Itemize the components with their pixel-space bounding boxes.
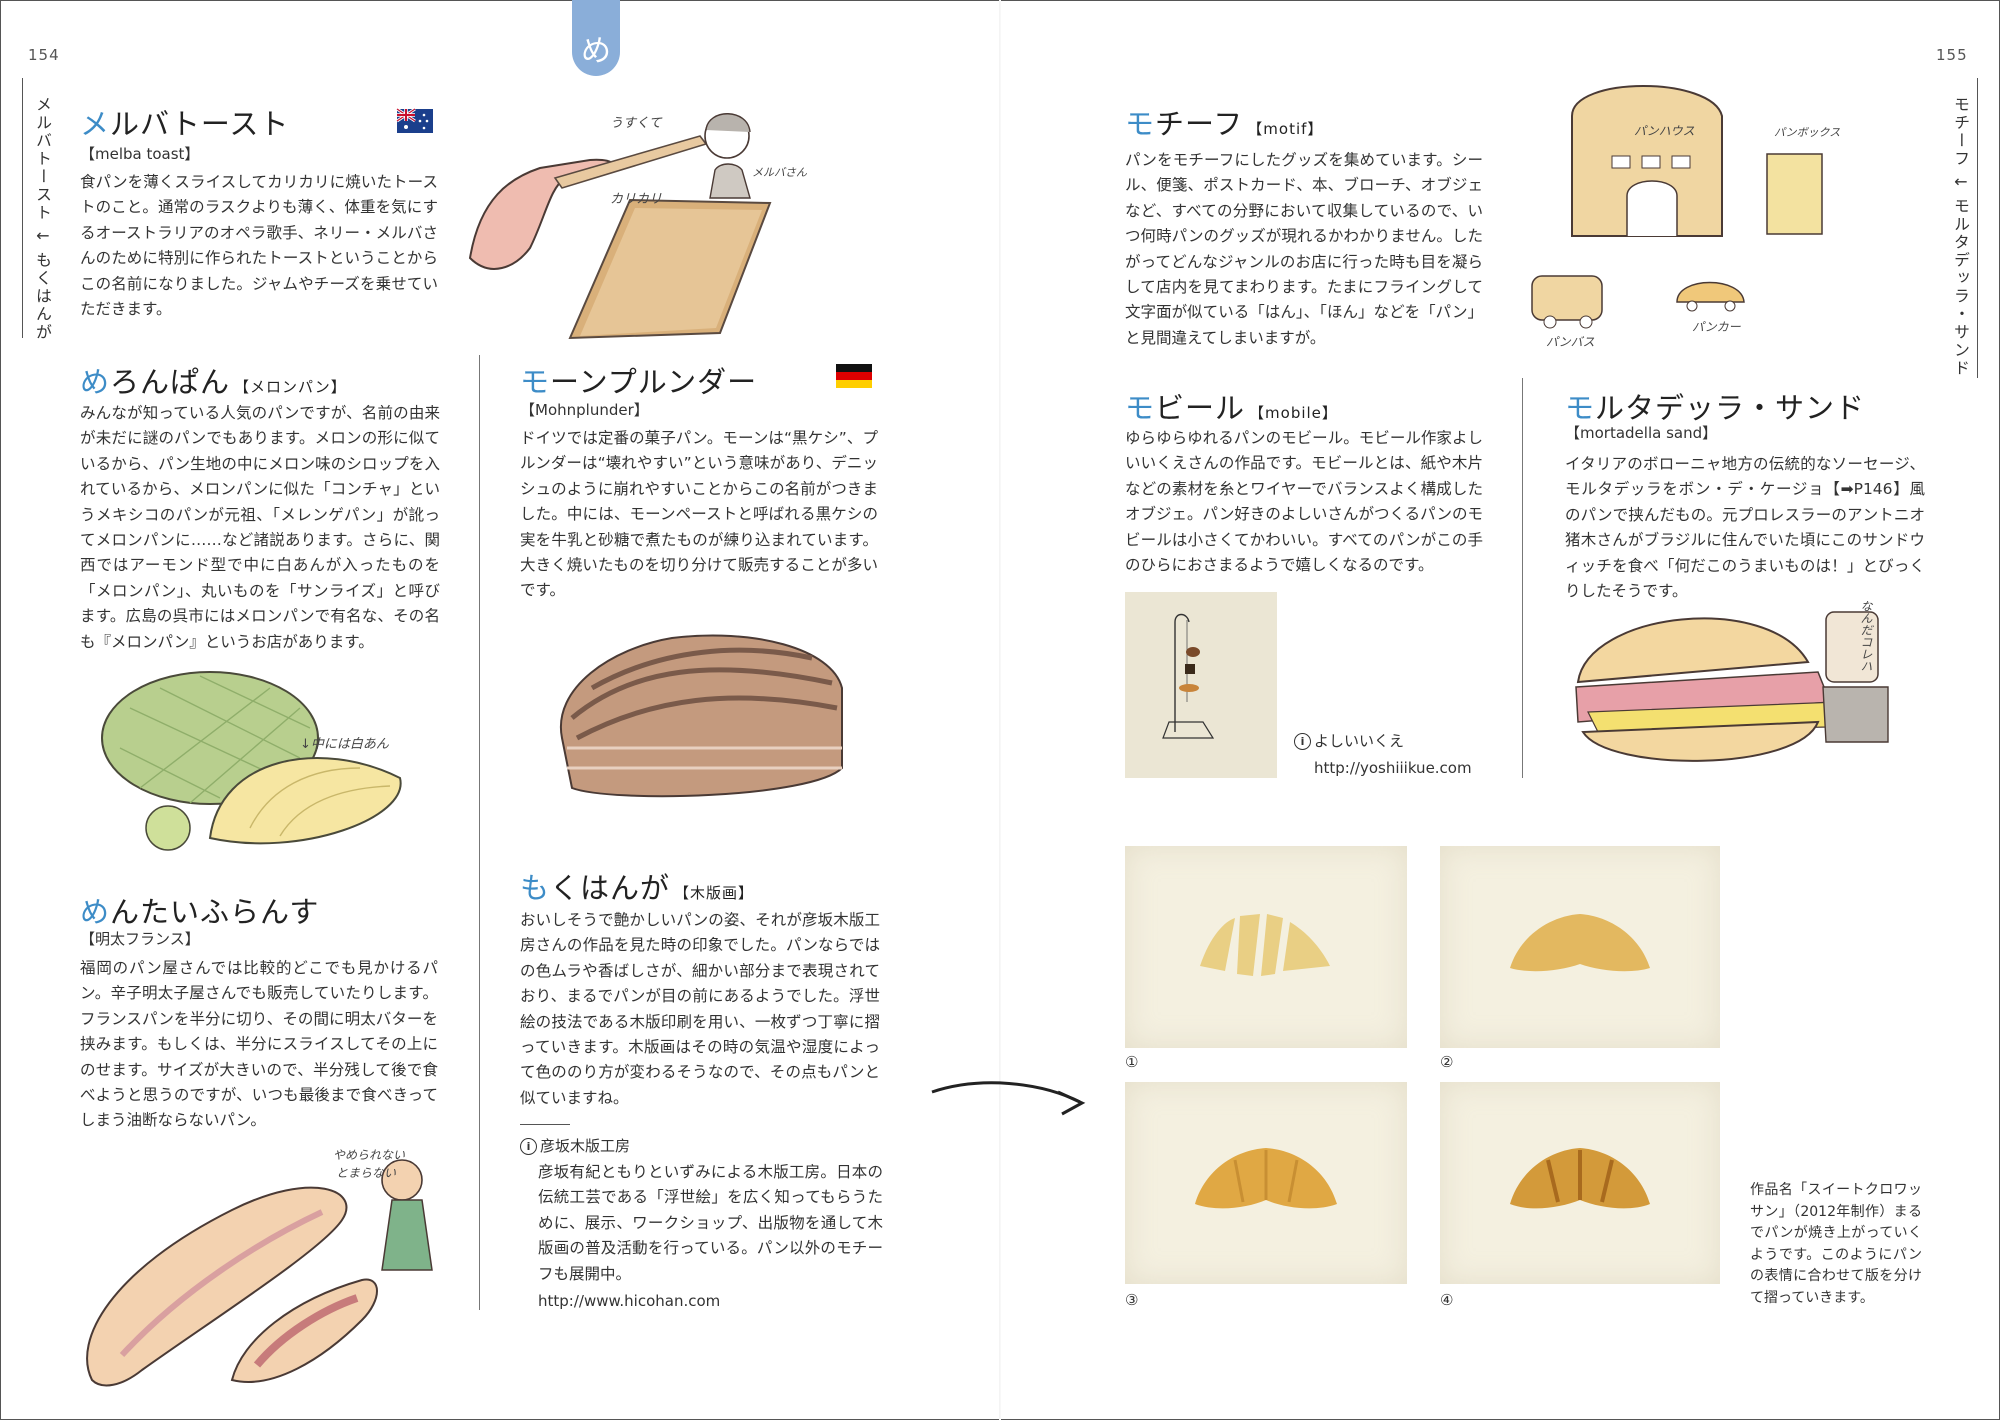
title-rest: ビール: [1155, 391, 1246, 425]
title-initial: モ: [520, 365, 551, 399]
title-rest: ーンプルンダー: [550, 365, 758, 399]
entry-title-motif: モチーフ【motif】: [1125, 101, 1323, 143]
croissant-print-image: [1510, 914, 1650, 972]
entry-body-mobile: ゆらゆらゆれるパンのモビール。モビール作家よしいいくえさんの作品です。モビールと…: [1125, 429, 1483, 575]
title-initial: め: [80, 365, 111, 399]
bread-goods-illustration: [1531, 85, 1823, 329]
handwritten-note: メルバさん: [752, 166, 807, 179]
section-index-tab[interactable]: め: [572, 0, 620, 76]
prints-caption: 作品名「スイートクロワッサン」（2012年制作）まるでパンが焼き上がっていくよう…: [1750, 1182, 1922, 1306]
handwritten-note: ↓中には白あん: [300, 737, 389, 752]
entry-title-melba-toast: メルバトースト: [80, 101, 289, 143]
handwritten-note: やめられない: [333, 1148, 406, 1162]
title-initial: も: [520, 871, 551, 905]
info-separator: [520, 1124, 570, 1125]
title-initial: め: [80, 895, 111, 929]
entry-body-melonpan: みんなが知っている人気のパンですが、名前の由来が未だに謎のパンでもあります。メロ…: [80, 404, 440, 651]
entry-body-mokuhanga: おいしそうで艶かしいパンの姿、それが彦坂木版工房さんの作品を見た時の印象でした。…: [520, 911, 880, 1107]
print-step-1: [1125, 846, 1407, 1048]
hicohan-url-link[interactable]: http://www.hicohan.com: [538, 1292, 721, 1310]
mohnplunder-illustration: [559, 634, 843, 798]
australia-flag-icon: [396, 107, 433, 133]
title-rest: くはんが: [550, 871, 671, 905]
title-initial: モ: [1125, 391, 1156, 425]
handwritten-note: とまらない: [336, 1166, 397, 1180]
handwritten-note: パンカー: [1692, 320, 1741, 334]
print-label-1: ①: [1125, 1053, 1139, 1071]
melba-toast-illustration: [468, 113, 772, 340]
handwritten-note: パンボックス: [1774, 126, 1841, 139]
entry-subtitle-mentai-france: 【明太フランス】: [80, 930, 200, 948]
entry-title-mortadella-sand: モルタデッラ・サンド: [1565, 385, 1865, 427]
entry-title-mobile: モビール【mobile】: [1125, 385, 1338, 427]
print-label-2: ②: [1440, 1053, 1454, 1071]
entry-body-mentai-france: 福岡のパン屋さんでは比較的どこでも見かけるパン。辛子明太子屋さんでも販売していた…: [80, 959, 438, 1130]
mentai-france-illustration: [86, 1159, 433, 1387]
right-running-rule: [1977, 78, 1978, 378]
entry-title-mokuhanga: もくはんが【木版画】: [520, 865, 754, 907]
column-divider: [1522, 378, 1523, 778]
entry-body-mortadella-sand: イタリアのボローニャ地方の伝統的なソーセージ、モルタデッラをボン・デ・ケージョ【…: [1565, 455, 1925, 601]
title-english: 【motif】: [1247, 120, 1324, 138]
entry-body-motif: パンをモチーフにしたグッズを集めています。シール、便箋、ポストカード、本、ブロー…: [1125, 151, 1483, 347]
title-subtitle: 【メロンパン】: [234, 378, 347, 396]
title-english: 【mobile】: [1249, 404, 1338, 422]
croissant-print-image: [1200, 914, 1330, 976]
title-rest: んたいふらんす: [110, 895, 320, 929]
title-initial: メ: [80, 107, 111, 141]
title-rest: ルタデッラ・サンド: [1595, 391, 1866, 425]
right-page-number: 155: [1936, 46, 1968, 64]
title-initial: モ: [1565, 391, 1596, 425]
arrow-right-icon: [931, 1081, 1086, 1116]
right-running-head: モチーフ ↓ モルタデッラ・サンド: [1951, 96, 1970, 378]
entry-title-mohnplunder: モーンプルンダー: [520, 359, 757, 401]
left-page-number: 154: [28, 46, 60, 64]
info-body-hicohan: 彦坂有紀ともりといずみによる木版工房。日本の伝統工芸である「浮世絵」を広く知って…: [538, 1163, 883, 1283]
entry-english-melba-toast: 【melba toast】: [80, 145, 200, 163]
entry-english-mortadella-sand: 【mortadella sand】: [1565, 424, 1718, 442]
handwritten-note: カリカリ: [610, 192, 663, 207]
croissant-print-image: [1195, 1148, 1337, 1209]
print-step-3: [1125, 1082, 1407, 1284]
croissant-print-image: [1510, 1148, 1650, 1209]
info-title: 彦坂木版工房: [540, 1137, 631, 1155]
entry-body-melba-toast: 食パンを薄くスライスしてカリカリに焼いたトーストのこと。通常のラスクよりも薄く、…: [80, 173, 438, 319]
handwritten-note: パンバス: [1546, 335, 1595, 349]
print-label-4: ④: [1440, 1291, 1454, 1309]
entry-title-melonpan: めろんぱん【メロンパン】: [80, 359, 347, 401]
info-icon: i: [520, 1138, 537, 1155]
info-icon: i: [1294, 733, 1311, 750]
left-running-rule: [22, 78, 23, 338]
title-rest: チーフ: [1155, 107, 1244, 141]
column-divider: [479, 355, 480, 1310]
mortadella-sandwich-illustration: [1575, 611, 1889, 762]
title-subtitle: 【木版画】: [674, 884, 755, 902]
melonpan-illustration: [101, 671, 402, 851]
print-step-2: [1440, 846, 1720, 1048]
title-initial: モ: [1125, 107, 1156, 141]
print-step-4: [1440, 1082, 1720, 1284]
handwritten-note: うすくて: [610, 116, 662, 131]
info-title: よしいいくえ: [1314, 732, 1405, 750]
left-running-head: メルバトースト ↓ もくはんが: [33, 96, 52, 342]
book-gutter: [999, 0, 1001, 1420]
handwritten-note: なんだコレハ: [1859, 600, 1873, 672]
yoshii-url-link[interactable]: http://yoshiiikue.com: [1314, 759, 1472, 777]
germany-flag-icon: [836, 364, 872, 388]
title-rest: ルバトースト: [110, 107, 290, 141]
entry-body-mohnplunder: ドイツでは定番の菓子パン。モーンは“黒ケシ”、プルンダーは“壊れやすい”という意…: [520, 429, 878, 600]
mobile-photo: [1125, 592, 1277, 778]
print-label-3: ③: [1125, 1291, 1139, 1309]
mobile-sculpture-image: [1162, 613, 1215, 739]
entry-title-mentai-france: めんたいふらんす: [80, 889, 319, 931]
handwritten-note: パンハウス: [1634, 124, 1695, 138]
title-rest: ろんぱん: [110, 365, 231, 399]
entry-english-mohnplunder: 【Mohnplunder】: [520, 401, 649, 419]
